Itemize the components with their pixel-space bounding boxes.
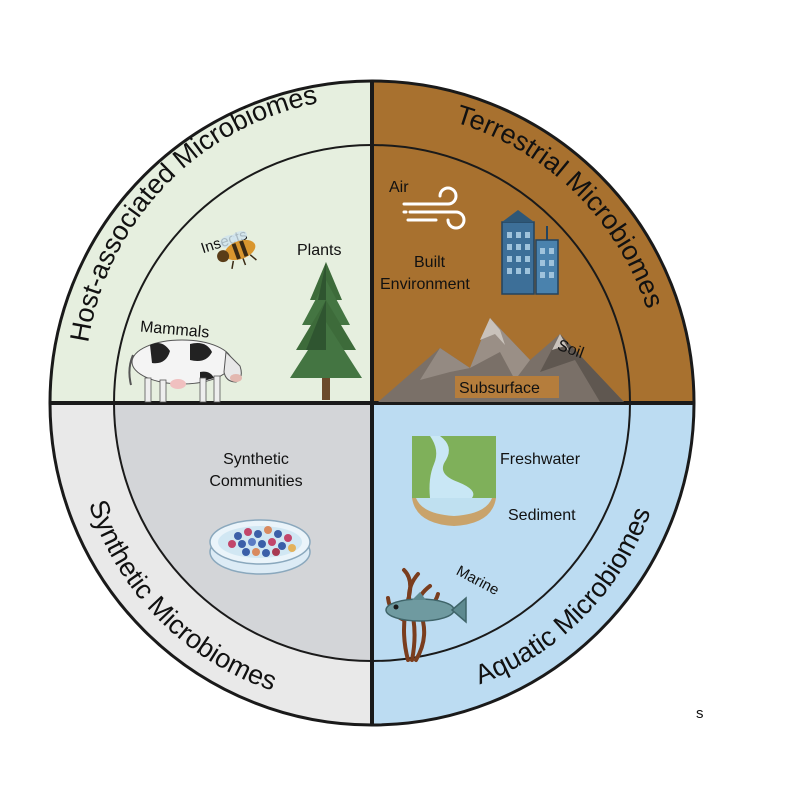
river-icon xyxy=(412,436,496,526)
air-label: Air xyxy=(389,179,409,196)
fish-icon xyxy=(385,592,467,624)
bee-icon xyxy=(217,230,257,270)
built-label: Built xyxy=(414,254,446,271)
mammals-label: Mammals xyxy=(139,319,210,342)
plants-label: Plants xyxy=(297,242,341,259)
subsurface-label: Subsurface xyxy=(459,380,540,397)
pine-tree-icon xyxy=(290,262,362,400)
petri-dish-icon xyxy=(209,519,311,575)
mountain-icon xyxy=(378,318,624,402)
environment-label: Environment xyxy=(380,276,470,293)
wind-icon xyxy=(402,186,466,230)
cow-icon xyxy=(128,339,242,403)
communities-label: Communities xyxy=(209,473,302,490)
synthetic-label: Synthetic xyxy=(223,451,289,468)
stray-mark: s xyxy=(696,705,704,722)
buildings-icon xyxy=(501,210,559,295)
sediment-label: Sediment xyxy=(508,507,576,524)
freshwater-label: Freshwater xyxy=(500,451,581,468)
subsurface-label-bg xyxy=(455,376,559,398)
